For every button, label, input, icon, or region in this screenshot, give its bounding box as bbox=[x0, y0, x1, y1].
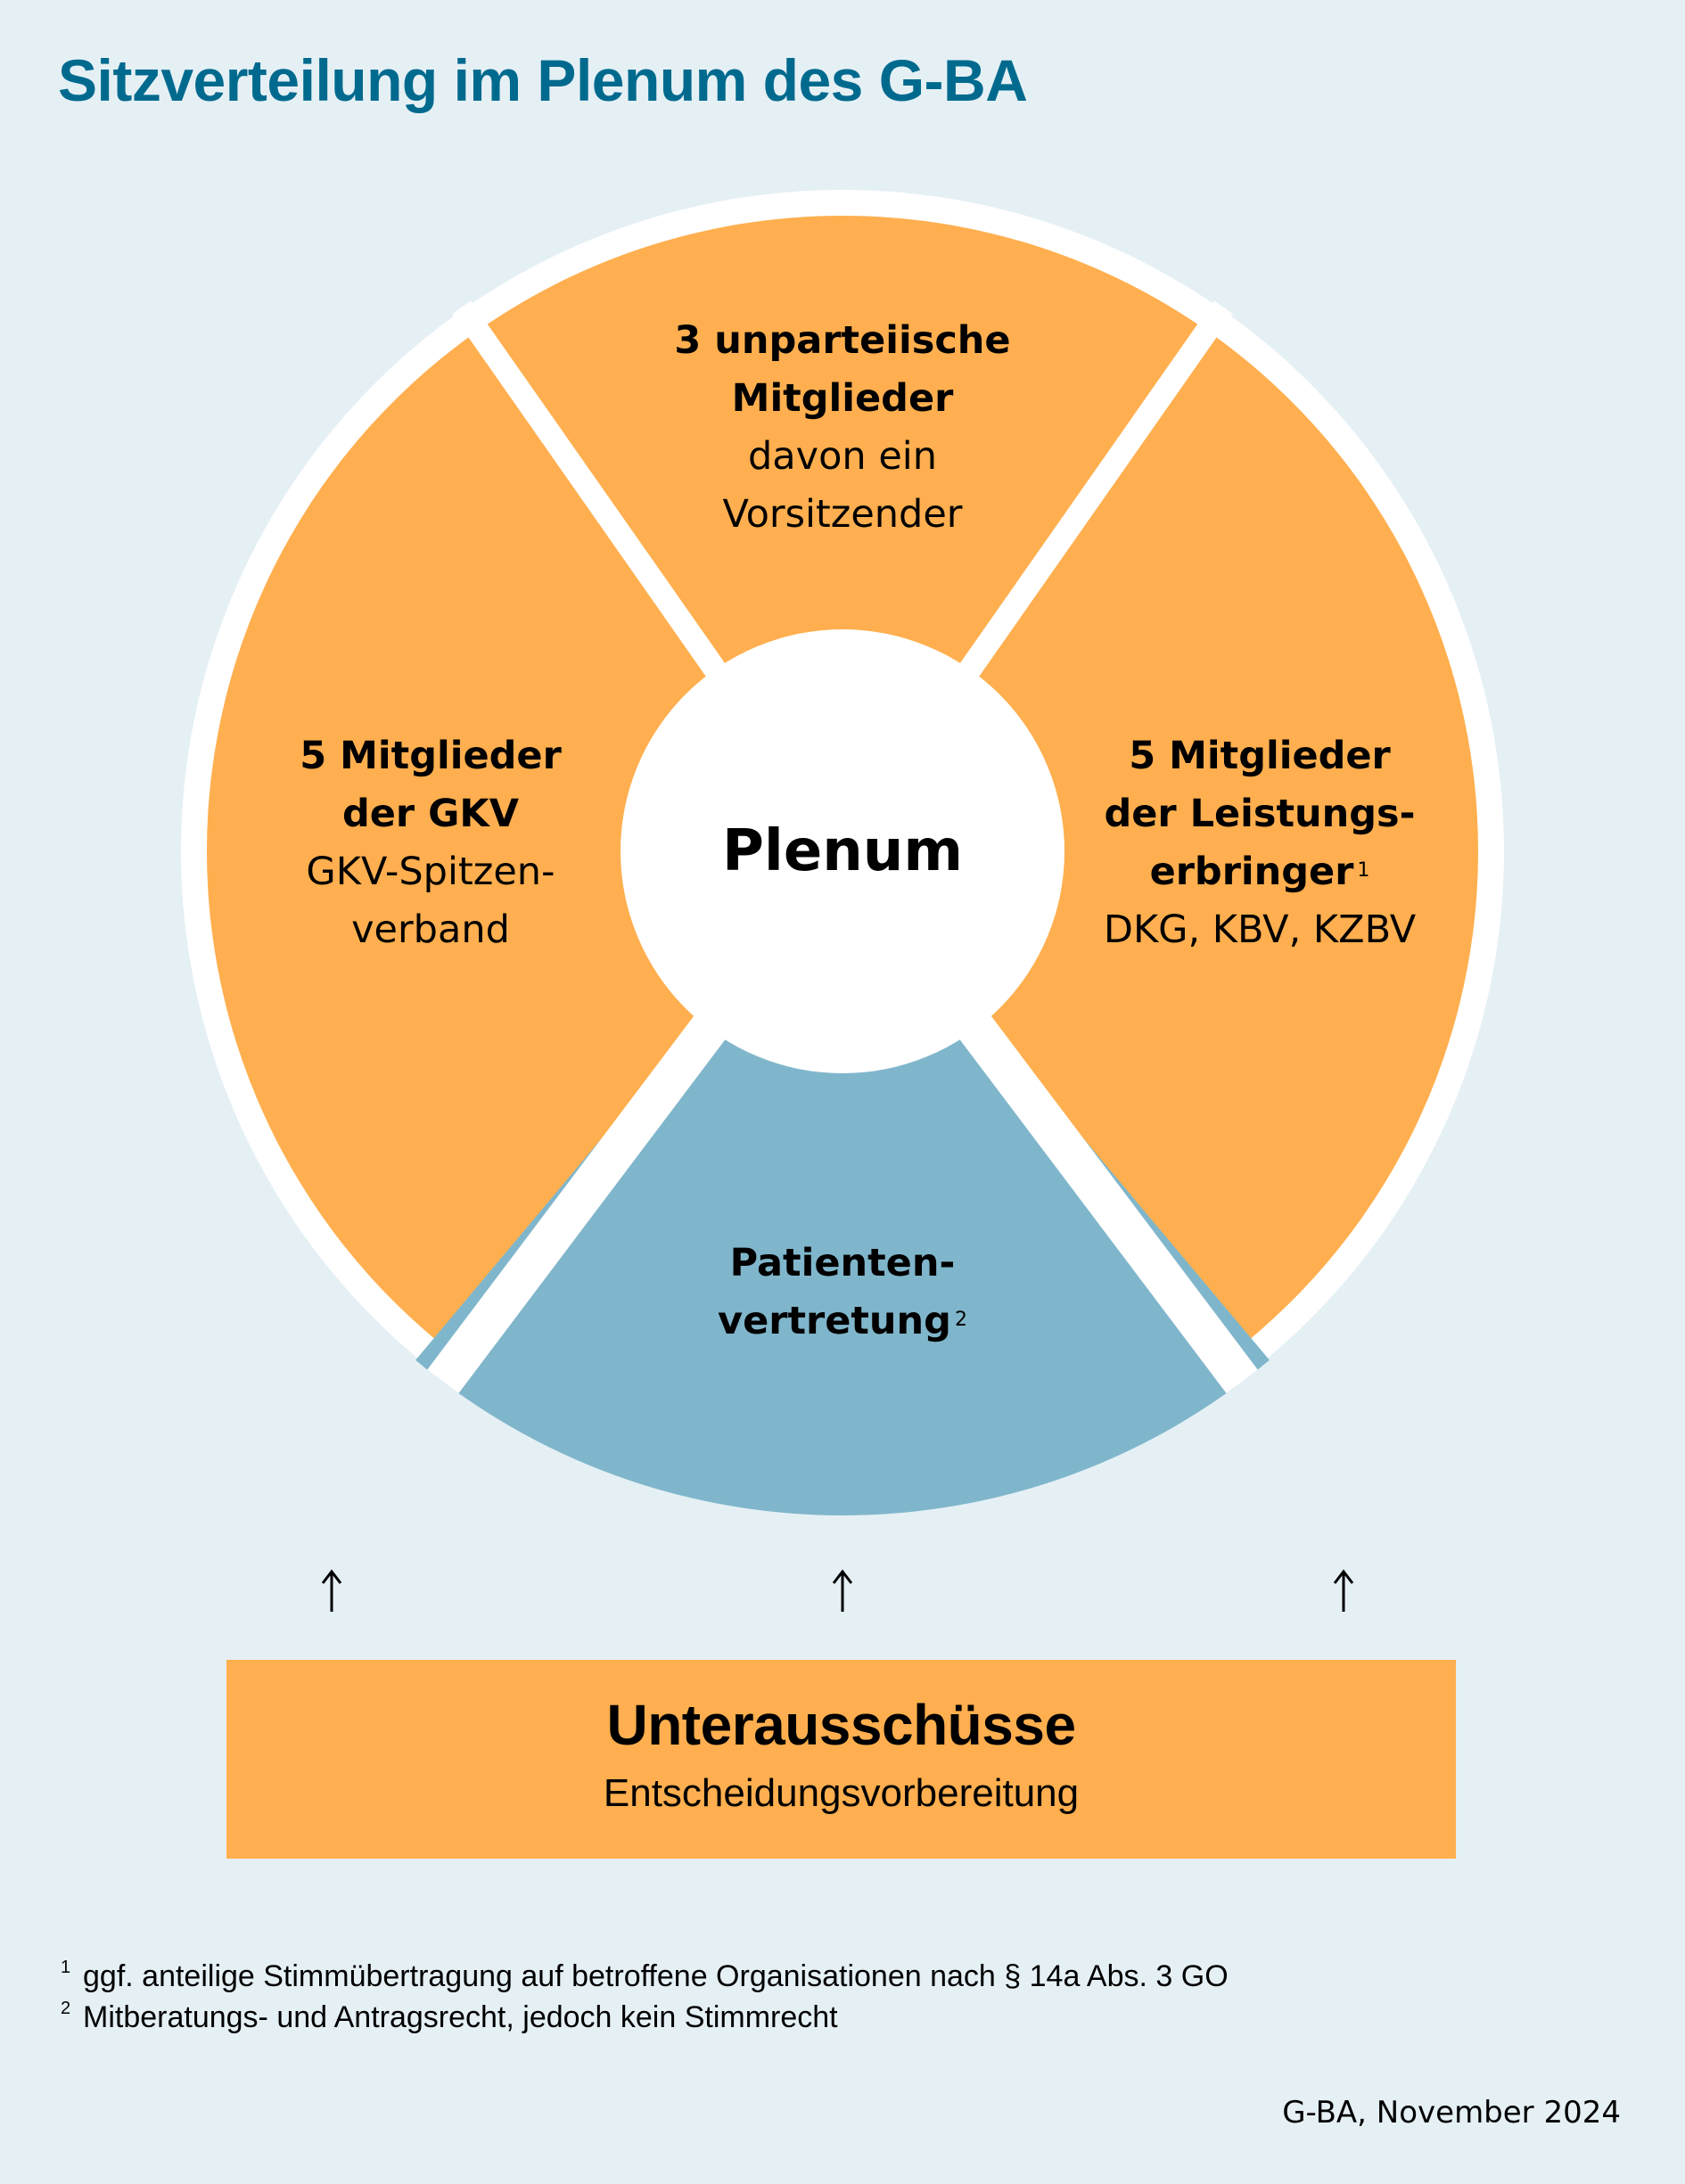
label-right-line-3-text: erbringer bbox=[1149, 850, 1354, 894]
footnote-ref-2: 2 bbox=[954, 1309, 967, 1331]
footnote-1-mark: 1 bbox=[61, 1958, 71, 1977]
page-title: Sitzverteilung im Plenum des G-BA bbox=[58, 47, 1028, 113]
segment-left-gkv bbox=[207, 324, 843, 1379]
subcommittees-title: Unterausschüsse bbox=[606, 1693, 1076, 1757]
plenum-wheel bbox=[181, 190, 1504, 1516]
label-bottom-line-1: Patienten- bbox=[729, 1241, 956, 1285]
label-right-line-1: 5 Mitglieder bbox=[1129, 734, 1391, 778]
footnote-2-mark: 2 bbox=[61, 1999, 71, 2018]
footnote-2-text: Mitberatungs- und Antragsrecht, jedoch k… bbox=[83, 2000, 838, 2034]
subcommittees-subtitle: Entscheidungsvorbereitung bbox=[603, 1771, 1080, 1815]
label-bottom-line-2-text: vertretung bbox=[718, 1299, 951, 1343]
segment-top-unparteiische bbox=[468, 215, 1217, 851]
label-left-line-2: der GKV bbox=[341, 792, 520, 836]
label-top-line-1: 3 unparteiische bbox=[674, 318, 1011, 363]
label-top-line-3: davon ein bbox=[748, 434, 937, 479]
footnote-ref-1: 1 bbox=[1357, 859, 1370, 882]
segment-bottom-patientenvertretung bbox=[415, 851, 1270, 1516]
segment-right-leistungserbringer bbox=[842, 324, 1478, 1379]
center-circle bbox=[621, 629, 1064, 1073]
label-left: 5 Mitglieder der GKV GKV-Spitzen- verban… bbox=[300, 727, 562, 959]
label-right-line-4: DKG, KBV, KZBV bbox=[1103, 907, 1417, 952]
label-left-line-3: GKV-Spitzen- bbox=[306, 850, 555, 894]
footnote-2: 2 Mitberatungs- und Antragsrecht, jedoch … bbox=[61, 1999, 838, 2035]
label-left-line-4: verband bbox=[351, 907, 510, 952]
arrow-up-icon bbox=[832, 1569, 853, 1612]
label-top: 3 unparteiische Mitglieder davon ein Vor… bbox=[674, 312, 1010, 544]
arrow-up-icon bbox=[1333, 1569, 1354, 1612]
arrow-up-icon bbox=[321, 1569, 342, 1612]
label-top-line-4: Vorsitzender bbox=[722, 492, 963, 537]
source-note: G-BA, November 2024 bbox=[1282, 2095, 1621, 2131]
label-top-line-2: Mitglieder bbox=[731, 376, 954, 421]
footnote-1-text: ggf. anteilige Stimmübertragung auf betr… bbox=[83, 1959, 1229, 1993]
plenum-label: Plenum bbox=[721, 818, 964, 884]
subcommittees-box: Unterausschüsse Entscheidungsvorbereitun… bbox=[226, 1660, 1456, 1859]
label-left-line-1: 5 Mitglieder bbox=[300, 734, 562, 778]
footnote-1: 1 ggf. anteilige Stimmübertragung auf bet… bbox=[61, 1958, 1229, 1994]
label-right-line-2: der Leistungs- bbox=[1104, 792, 1416, 836]
